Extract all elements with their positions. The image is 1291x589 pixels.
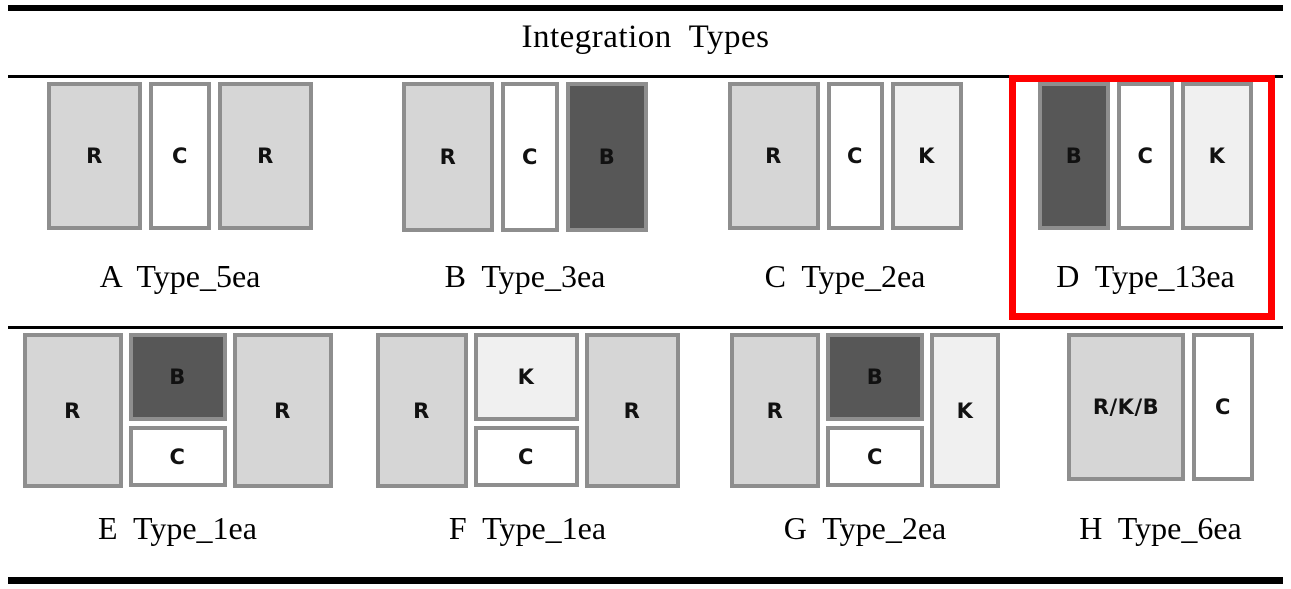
block-B: B [128,333,227,421]
block-R: R [402,82,494,232]
block-B: B [1038,82,1110,230]
block-B: B [566,82,648,232]
block-R-K-B: R/K/B [1067,333,1185,481]
block-R: R [727,82,820,230]
panel-a-caption: A Type_5ea [99,258,261,294]
middle-divider-rule [8,326,1283,329]
panel-d-caption: D Type_13ea [1056,258,1235,294]
block-R: R [47,82,142,230]
block-R: R [375,333,468,488]
panel-f-caption: F Type_1ea [448,510,607,546]
block-R: R [22,333,123,488]
block-C: C [128,426,227,487]
block-B: B [826,333,924,421]
bottom-divider-rule [8,577,1283,584]
block-K: K [890,82,963,230]
panel-c-caption: C Type_2ea [764,258,926,294]
block-R: R [232,333,333,488]
top-divider-rule [8,5,1283,11]
block-R: R [584,333,680,488]
panel-g-caption: G Type_2ea [783,510,947,546]
block-C: C [473,426,579,487]
block-C: C [501,82,559,232]
block-K: K [473,333,579,421]
title-divider-rule [8,75,1283,78]
block-C: C [826,82,884,230]
block-C: C [1117,82,1174,230]
figure-title: Integration Types [521,19,770,55]
block-C: C [1192,333,1254,481]
panel-h-caption: H Type_6ea [1079,510,1242,546]
block-C: C [826,426,924,487]
block-R: R [730,333,820,488]
block-K: K [930,333,1000,488]
block-C: C [149,82,211,230]
panel-b-caption: B Type_3ea [444,258,606,294]
panel-e-caption: E Type_1ea [98,510,257,546]
block-K: K [1181,82,1253,230]
block-R: R [218,82,313,230]
